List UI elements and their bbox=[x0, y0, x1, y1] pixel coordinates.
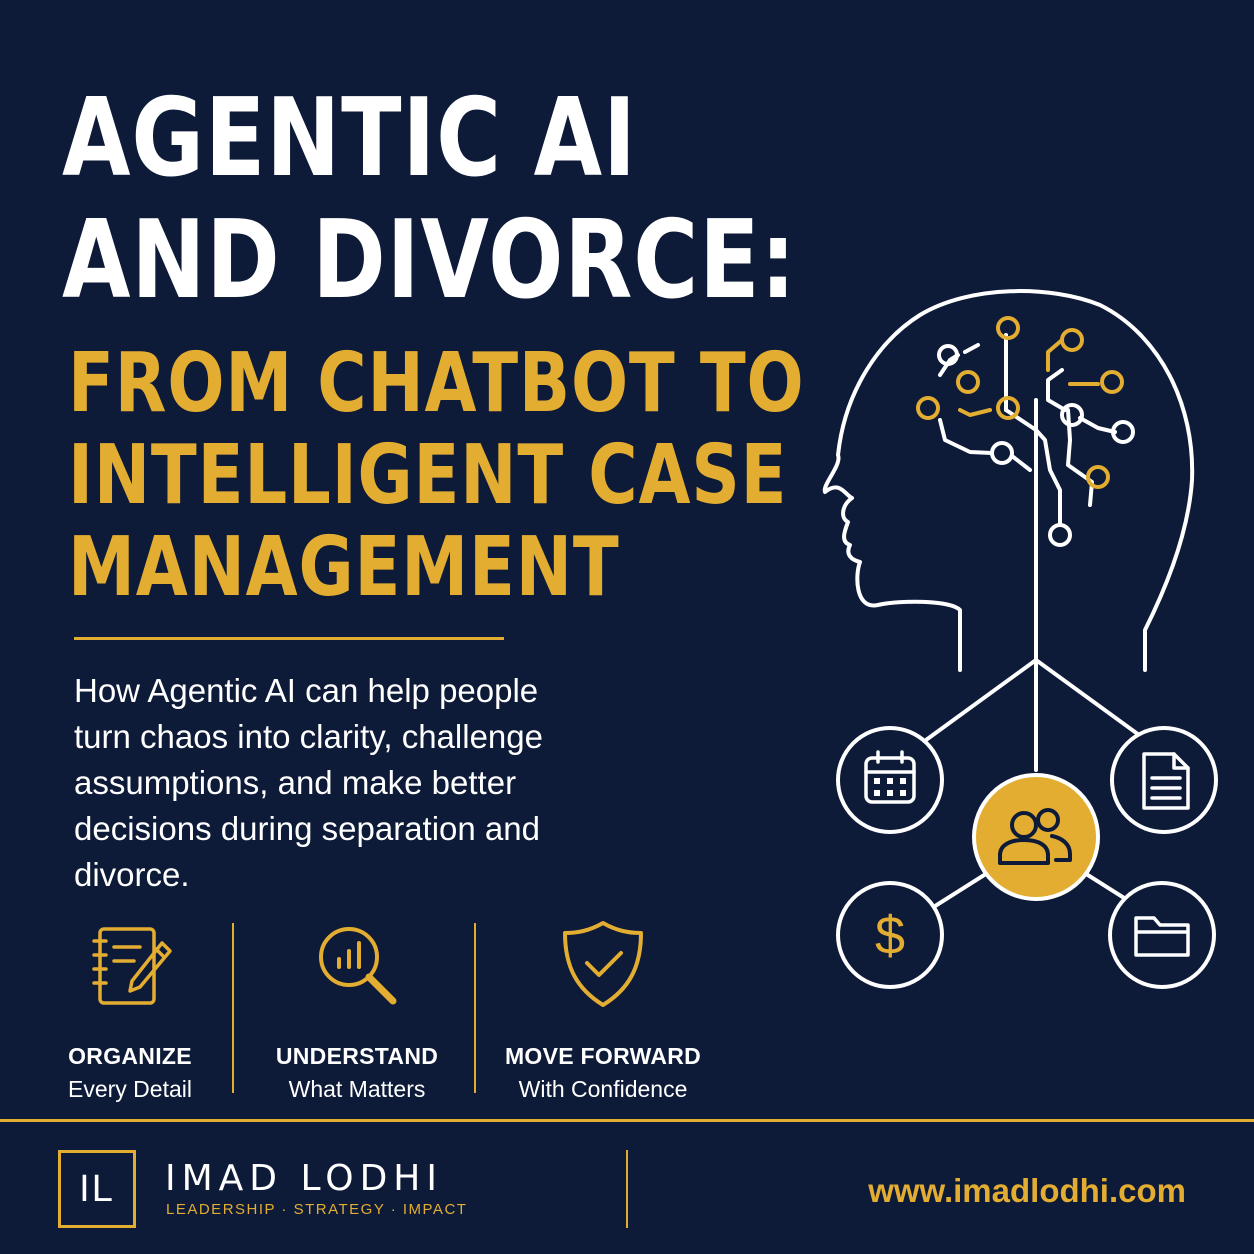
ai-head-illustration: $ bbox=[822, 289, 1218, 989]
feature-understand: UNDERSTAND What Matters bbox=[252, 915, 462, 1103]
footer-divider bbox=[0, 1119, 1254, 1122]
document-icon bbox=[1142, 752, 1190, 810]
headline-line-2: AND DIVORCE: bbox=[62, 198, 797, 323]
brand-logo: IL bbox=[58, 1150, 136, 1228]
node-calendar bbox=[836, 726, 944, 834]
subheadline-line-2: INTELLIGENT CASE bbox=[68, 428, 788, 523]
feature-divider bbox=[474, 923, 476, 1093]
website-link[interactable]: www.imadlodhi.com bbox=[868, 1172, 1186, 1209]
folder-icon bbox=[1134, 916, 1190, 957]
subheadline-line-1: FROM CHATBOT TO bbox=[68, 336, 805, 431]
feature-subtitle: With Confidence bbox=[518, 1076, 688, 1102]
feature-subtitle: Every Detail bbox=[68, 1076, 192, 1102]
people-icon bbox=[998, 808, 1072, 865]
description-text: How Agentic AI can help people turn chao… bbox=[74, 672, 543, 893]
headline-line-1: AGENTIC AI bbox=[62, 76, 637, 201]
subheadline-line-3: MANAGEMENT bbox=[68, 520, 620, 615]
feature-row: ORGANIZE Every Detail UNDERSTAND What Ma… bbox=[40, 915, 730, 1102]
node-folder bbox=[1108, 881, 1216, 989]
magnifier-chart-icon bbox=[319, 927, 397, 1005]
shield-check-icon bbox=[563, 921, 643, 1007]
head-circuit-icon bbox=[822, 289, 1195, 672]
node-document bbox=[1110, 726, 1218, 834]
brain-circuit bbox=[916, 316, 1135, 547]
node-people bbox=[972, 773, 1100, 901]
feature-title: UNDERSTAND bbox=[275, 1043, 439, 1069]
feature-move-forward: MOVE FORWARD With Confidence bbox=[488, 915, 718, 1103]
node-dollar: $ bbox=[836, 881, 944, 989]
feature-title: MOVE FORWARD bbox=[504, 1043, 702, 1069]
feature-divider bbox=[232, 923, 234, 1093]
feature-organize: ORGANIZE Every Detail bbox=[25, 915, 235, 1103]
calendar-icon bbox=[864, 750, 916, 804]
dollar-icon: $ bbox=[875, 906, 905, 966]
feature-subtitle: What Matters bbox=[288, 1076, 426, 1102]
brand-name: IMAD LODHI bbox=[165, 1158, 443, 1199]
notebook-pencil-icon bbox=[92, 927, 172, 1005]
feature-title: ORGANIZE bbox=[68, 1043, 192, 1069]
brand-tagline: LEADERSHIP · STRATEGY · IMPACT bbox=[166, 1201, 468, 1218]
footer-separator bbox=[626, 1150, 628, 1228]
title-divider bbox=[74, 637, 504, 640]
headline: AGENTIC AI AND DIVORCE: bbox=[62, 78, 797, 322]
subheadline: FROM CHATBOT TO INTELLIGENT CASE MANAGEM… bbox=[68, 338, 805, 614]
